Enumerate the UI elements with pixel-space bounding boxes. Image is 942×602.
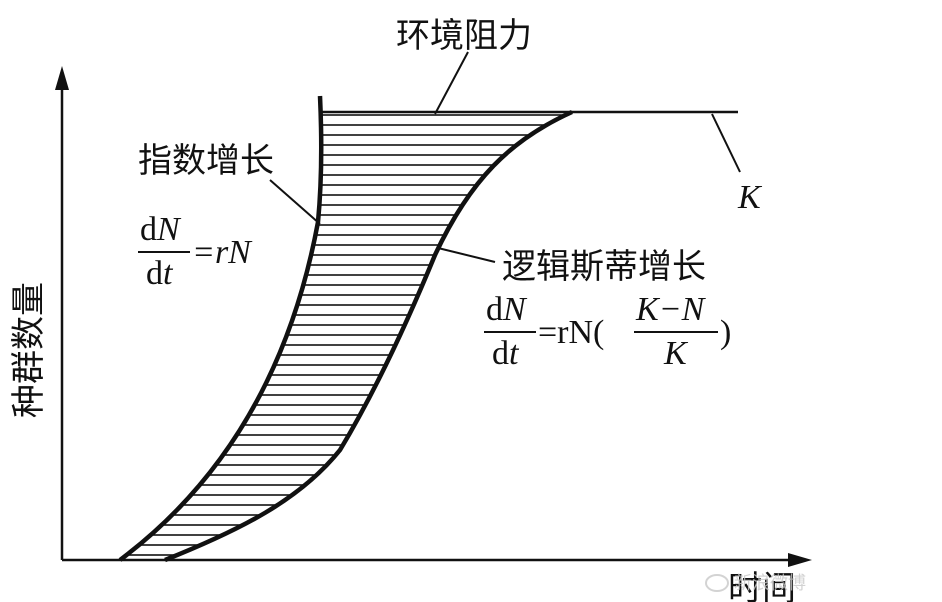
y-axis-arrow xyxy=(55,66,69,90)
carrying-capacity-label: K xyxy=(737,179,763,216)
x-axis-label: 时间 xyxy=(728,569,796,602)
environment-resistance-area xyxy=(120,112,572,560)
log-close-paren: ) xyxy=(720,314,731,351)
exp-numerator: dN xyxy=(140,211,182,248)
exponential-formula: dN dt =rN xyxy=(138,211,253,292)
log-inner-denominator: K xyxy=(663,335,689,372)
environment-resistance-label: 环境阻力 xyxy=(396,16,532,56)
logistic-leader xyxy=(437,247,496,263)
weibo-icon xyxy=(705,574,729,592)
logistic-formula: dN dt =rN( K−N K ) xyxy=(484,291,731,372)
logistic-growth-label: 逻辑斯蒂增长 xyxy=(502,247,706,287)
y-axis-label: 种群数量 xyxy=(9,282,49,418)
watermark: 新浪微博 xyxy=(705,573,806,594)
log-inner-numerator: K−N xyxy=(635,291,707,328)
log-denominator: dt xyxy=(492,335,520,372)
x-axis-arrow xyxy=(788,553,812,567)
exponential-growth-curve xyxy=(118,95,324,562)
watermark-text: 新浪微博 xyxy=(734,573,806,594)
exponential-growth-label: 指数增长 xyxy=(138,141,274,181)
k-leader xyxy=(711,113,741,173)
log-rhs: =rN( xyxy=(538,314,604,351)
resistance-leader xyxy=(434,51,469,115)
logistic-growth-curve xyxy=(164,109,573,563)
exp-rhs: =rN xyxy=(192,234,253,271)
exponential-leader xyxy=(269,179,321,225)
exp-denominator: dt xyxy=(146,255,174,292)
log-numerator: dN xyxy=(486,291,528,328)
